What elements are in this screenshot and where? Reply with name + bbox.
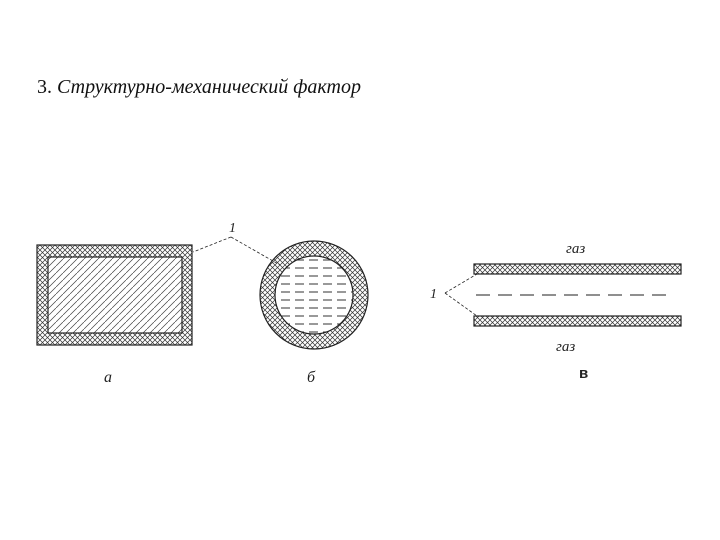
figure-b-circle bbox=[259, 240, 369, 350]
pointer-label-left: 1 bbox=[430, 287, 437, 302]
pointer-label-top: 1 bbox=[229, 221, 236, 236]
gas-label-top: газ bbox=[566, 241, 585, 257]
title-text: Структурно-механический фактор bbox=[57, 76, 361, 98]
title-number: 3. bbox=[37, 76, 52, 98]
figure-label-a: а bbox=[104, 369, 112, 386]
figure-a-rectangle bbox=[36, 244, 193, 346]
pointer-lines-top bbox=[192, 236, 281, 266]
figure-label-b: б bbox=[307, 369, 316, 386]
pointer-lines-left bbox=[444, 273, 478, 317]
slide-title: 3. Структурно-механический фактор bbox=[37, 76, 361, 99]
gas-label-bottom: газ bbox=[556, 339, 575, 355]
figure-v-film bbox=[473, 263, 682, 327]
figure-label-v: в bbox=[579, 365, 588, 382]
